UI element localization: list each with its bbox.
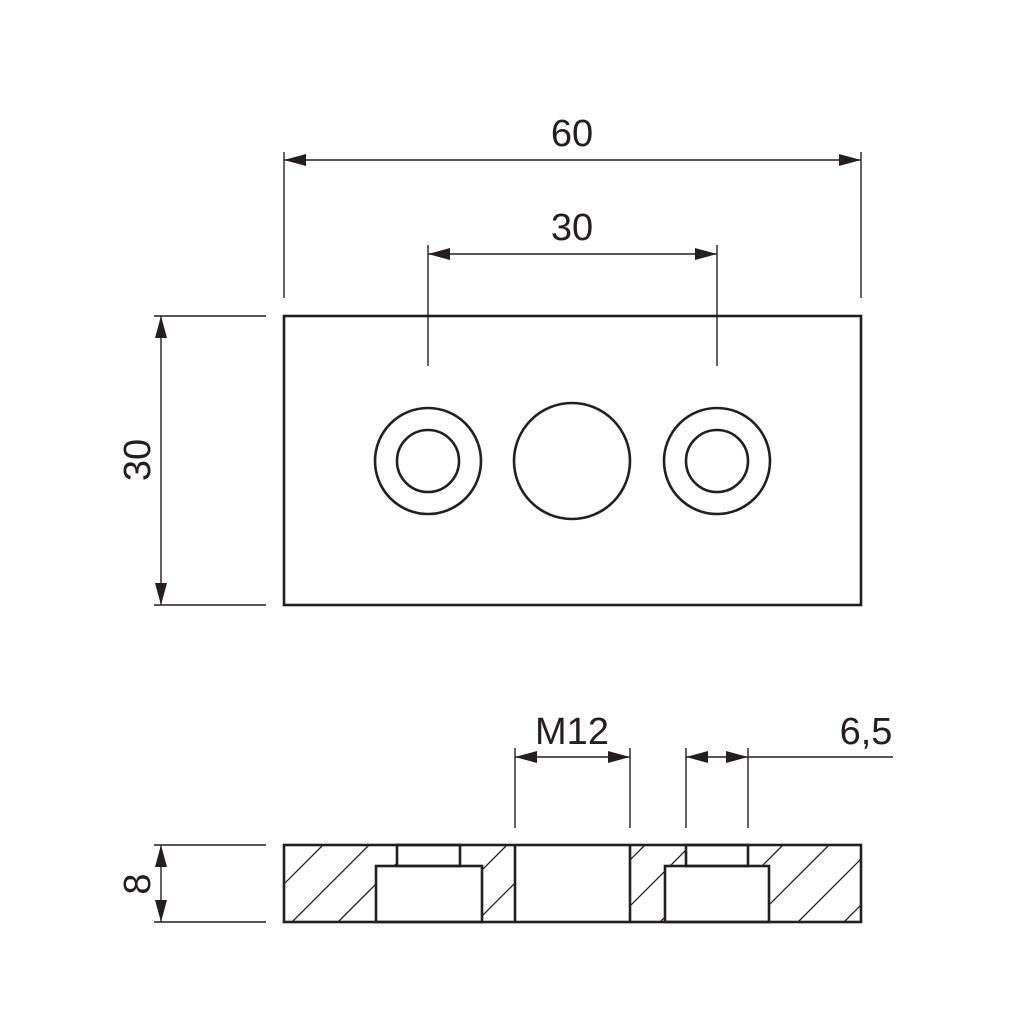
center-thread-section [513, 845, 632, 922]
top-view: 60 30 30 [117, 113, 863, 607]
dimension-label-overall-width: 60 [551, 113, 593, 155]
arrowhead-right [839, 154, 861, 166]
hatch-line [843, 845, 861, 922]
dimension-thread: M12 [514, 711, 631, 828]
right-counterbore-outer-circle [662, 406, 772, 516]
hatch-line [567, 845, 646, 922]
arrowhead-bottom [155, 583, 167, 605]
hatch-line [291, 845, 370, 922]
hatch-line [797, 845, 861, 922]
arrowhead-right [608, 751, 630, 763]
arrowhead-left [686, 751, 708, 763]
left-counterbore-section [374, 843, 484, 924]
hatch-line [613, 845, 692, 922]
left-bore-upper [395, 843, 462, 868]
hatch-line [705, 845, 784, 922]
left-counterbore-lower [374, 864, 484, 924]
hatch-line [751, 845, 830, 922]
left-counterbore-hole [373, 406, 483, 516]
left-counterbore-inner-circle [395, 428, 461, 494]
dimension-thickness: 8 [117, 844, 266, 923]
arrowhead-top [155, 316, 167, 338]
arrowhead-left [515, 751, 537, 763]
right-counterbore-section [663, 843, 771, 924]
right-counterbore-lower [663, 864, 771, 924]
arrowhead-right [695, 248, 717, 260]
plate-outline [282, 314, 863, 607]
dimension-bore-diameter: 6,5 [685, 711, 893, 828]
hatch-line [383, 845, 462, 922]
dimension-label-thread: M12 [535, 711, 609, 753]
section-view: M12 6,5 8 [117, 711, 967, 924]
right-bore-upper [684, 843, 750, 868]
arrowhead-top [155, 845, 167, 867]
arrowhead-bottom [155, 900, 167, 922]
center-threaded-hole [512, 401, 632, 521]
dimension-plate-height: 30 [117, 315, 266, 606]
hatch-line [521, 845, 600, 922]
dimension-label-plate-height: 30 [117, 439, 159, 481]
left-counterbore-outer-circle [373, 406, 483, 516]
arrowhead-right [726, 751, 748, 763]
dimension-hole-spacing: 30 [427, 207, 718, 366]
dimension-label-bore-diameter: 6,5 [840, 711, 893, 753]
right-counterbore-inner-circle [684, 428, 750, 494]
dimension-overall-width: 60 [283, 113, 862, 298]
hatch-line [659, 845, 738, 922]
hatch-line [200, 845, 277, 922]
right-counterbore-hole [662, 406, 772, 516]
hatch-line [429, 845, 508, 922]
dimension-label-thickness: 8 [117, 873, 159, 894]
section-outline [282, 843, 863, 924]
section-hatching [200, 845, 967, 922]
arrowhead-left [284, 154, 306, 166]
arrowhead-left [428, 248, 450, 260]
hatch-line [890, 845, 967, 922]
dimension-label-hole-spacing: 30 [551, 207, 593, 249]
